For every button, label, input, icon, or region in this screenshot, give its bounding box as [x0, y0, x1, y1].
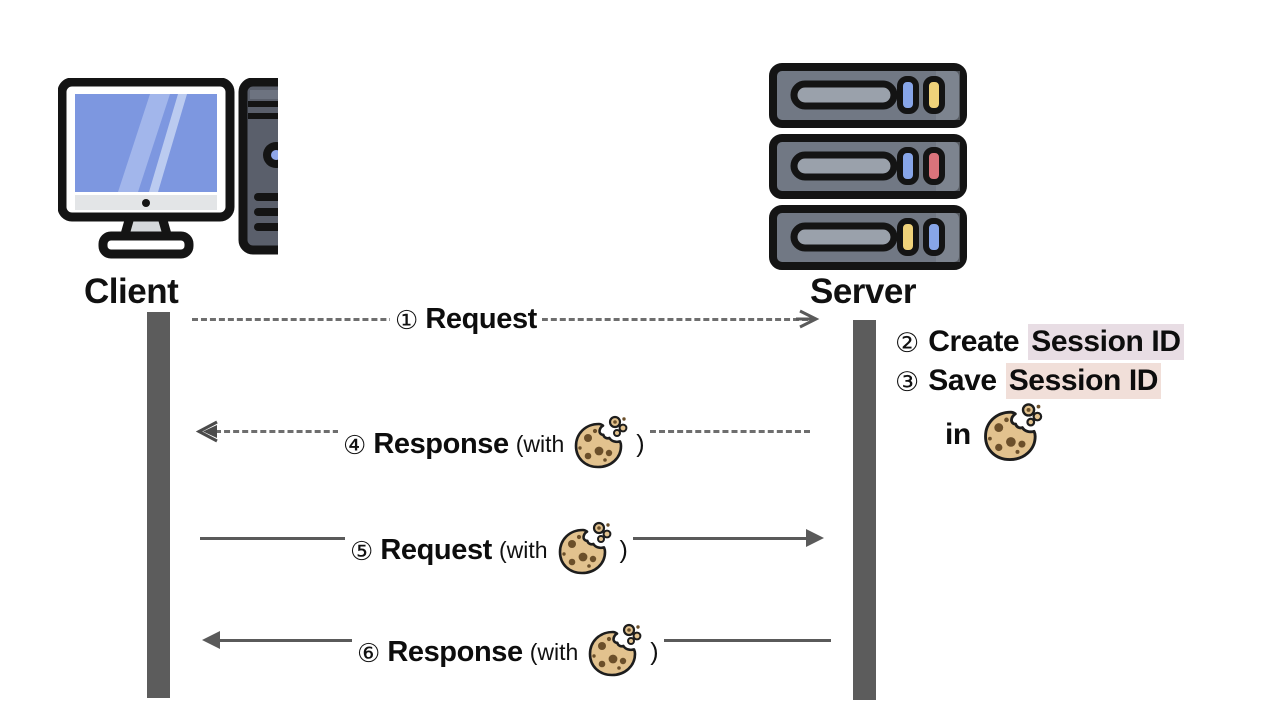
cookie-icon	[571, 413, 629, 476]
message-text-5: Request	[380, 534, 492, 566]
desktop-computer-icon	[57, 77, 314, 268]
actor-label-server: Server	[810, 272, 916, 311]
server-note-highlight-3: Session ID	[1005, 363, 1162, 399]
cookie-icon	[555, 519, 613, 582]
message-text-4: Response	[373, 428, 509, 460]
arrow-head-open-right-1	[796, 309, 820, 329]
server-note-verb-2: Create	[928, 325, 1020, 358]
message-number-6: ⑥	[357, 638, 381, 669]
arrow-head-open-left-4	[195, 420, 218, 443]
message-text-6: Response	[387, 636, 523, 668]
message-number-4: ④	[343, 430, 367, 461]
message-label-4: ④ Response (with	[338, 413, 650, 476]
server-note-number-3: ③	[895, 366, 920, 398]
arrow-head-left-6	[202, 631, 220, 649]
server-note-save-trailer: in	[945, 400, 1044, 469]
message-with-prefix-4: (with	[515, 431, 565, 457]
server-note-number-2: ②	[895, 327, 920, 359]
server-note-verb-3: Save	[928, 364, 997, 397]
lifeline-client	[147, 312, 170, 698]
arrow-head-right-5	[806, 529, 824, 547]
message-with-prefix-6: (with	[529, 639, 579, 665]
message-label-5: ⑤ Request (with	[345, 519, 633, 582]
message-number-5: ⑤	[350, 536, 374, 567]
server-note-trailer-3: in	[945, 417, 971, 451]
actor-label-client: Client	[84, 272, 179, 311]
message-with-prefix-5: (with	[498, 537, 548, 563]
server-note-save: ③ Save Session ID	[895, 363, 1162, 399]
server-note-highlight-2: Session ID	[1028, 324, 1184, 360]
server-rack-icon	[768, 62, 973, 282]
message-number-1: ①	[395, 305, 419, 336]
message-close-paren-5: )	[619, 536, 628, 564]
cookie-icon	[585, 621, 643, 684]
message-close-paren-6: )	[650, 638, 659, 666]
server-note-create: ② Create Session ID	[895, 324, 1184, 360]
message-close-paren-4: )	[636, 430, 645, 458]
message-text-1: Request	[425, 303, 537, 335]
cookie-icon	[980, 400, 1044, 469]
message-label-1: ① Request	[390, 303, 542, 336]
message-label-6: ⑥ Response (with	[352, 621, 664, 684]
lifeline-server	[853, 320, 876, 700]
